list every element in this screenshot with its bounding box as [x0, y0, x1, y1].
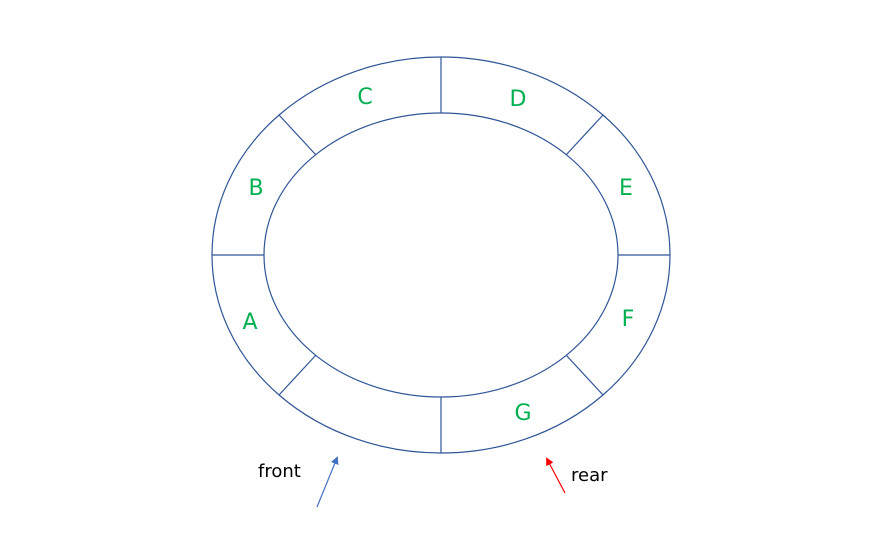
slot-dividers	[212, 57, 670, 453]
rear-label: rear	[571, 465, 608, 486]
rear-pointer: rear	[546, 457, 608, 494]
slot-label-f: F	[622, 307, 635, 332]
front-label: front	[258, 461, 301, 482]
slot-labels: C D E F G A B	[242, 85, 634, 426]
divider-bottom-left	[278, 354, 317, 396]
slot-label-b: B	[248, 176, 263, 201]
slot-label-e: E	[619, 176, 633, 201]
front-arrow	[316, 456, 339, 508]
slot-label-a: A	[242, 310, 257, 335]
slot-label-d: D	[510, 87, 527, 112]
divider-top-left	[278, 114, 317, 156]
rear-arrow	[546, 457, 566, 494]
inner-ring	[263, 112, 619, 398]
slot-label-g: G	[514, 401, 531, 426]
slot-label-c: C	[357, 85, 372, 110]
front-pointer: front	[258, 456, 339, 508]
divider-top-right	[565, 114, 604, 156]
divider-bottom-right	[565, 354, 604, 396]
